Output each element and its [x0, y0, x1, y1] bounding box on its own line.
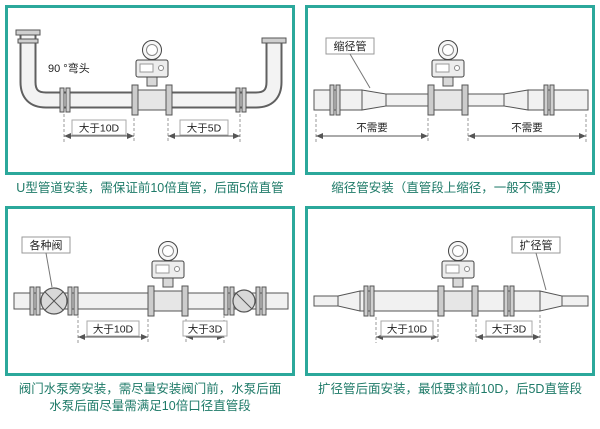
dim-label-box — [71, 119, 127, 136]
expander-callout: 扩径管 — [511, 236, 561, 290]
panel-grid: 90 °弯头 大于10D 大于5D — [5, 5, 595, 418]
dimension-left: 大于10D — [63, 114, 135, 142]
flowmeter — [131, 40, 173, 116]
dim-left-label: 大于10D — [387, 322, 428, 335]
dimension-left: 大于10D — [375, 316, 439, 343]
dim-right-label: 大于5D — [187, 122, 222, 135]
valve-label: 各种阀 — [30, 238, 63, 252]
dimension-right: 不需要 — [467, 114, 587, 142]
reducer-diagram-frame: 缩径管 不需要 不需要 — [305, 5, 595, 175]
dim-label-box — [485, 320, 533, 336]
valves-diagram: 各种阀 大于10D 大于3D — [13, 236, 289, 343]
reducer-callout: 缩径管 — [325, 37, 375, 89]
valves-caption: 阀门水泵旁安装，需尽量安装阀门前，水泵后面 水泵后面尽量需满足10倍口径直管段 — [5, 376, 295, 418]
dimension-right: 大于5D — [167, 114, 241, 142]
reducer-pipe — [313, 84, 589, 116]
dim-label-box — [86, 320, 140, 336]
flowmeter — [147, 240, 189, 316]
dim-label-box — [380, 320, 434, 336]
dim-left-label: 不需要 — [356, 122, 388, 134]
dim-right-label: 大于3D — [188, 322, 223, 335]
dimension-left: 不需要 — [315, 114, 429, 142]
expander-diagram-frame: 扩径管 大于10D 大于3D — [305, 205, 595, 376]
valve-right — [223, 286, 267, 315]
dim-left-label: 大于10D — [93, 322, 134, 335]
flowmeter — [427, 40, 469, 116]
panel-expander: 扩径管 大于10D 大于3D — [305, 205, 595, 418]
dim-left-label: 大于10D — [79, 122, 120, 135]
flowmeter — [437, 240, 479, 316]
elbow-label: 90 °弯头 — [48, 61, 90, 75]
expander-caption: 扩径管后面安装，最低要求前10D，后5D直管段 — [318, 381, 582, 396]
valve-callout: 各种阀 — [21, 236, 71, 287]
u-type-diagram-frame: 90 °弯头 大于10D 大于5D — [5, 5, 295, 175]
u-type-caption: U型管道安装，需保证前10倍直管，后面5倍直管 — [16, 181, 284, 195]
panel-u-type: 90 °弯头 大于10D 大于5D — [5, 5, 295, 200]
reducer-cone-right — [539, 289, 563, 312]
dimension-right: 大于3D — [182, 314, 228, 343]
panel-reducer: 缩径管 不需要 不需要 — [305, 5, 595, 200]
expander-label: 扩径管 — [520, 238, 553, 252]
reducer-diagram: 缩径管 不需要 不需要 — [313, 37, 589, 142]
expander-cone-left — [337, 289, 361, 312]
valves-diagram-frame: 各种阀 大于10D 大于3D — [5, 205, 295, 376]
reducer-label: 缩径管 — [334, 39, 367, 53]
valve-left — [29, 286, 79, 315]
reducer-caption: 缩径管安装（直管段上缩径，一般不需要） — [331, 181, 569, 195]
u-type-diagram: 90 °弯头 大于10D 大于5D — [15, 29, 287, 142]
panel-valves: 各种阀 大于10D 大于3D — [5, 205, 295, 418]
expander-diagram: 扩径管 大于10D 大于3D — [313, 236, 589, 343]
valves-caption-line1: 阀门水泵旁安装，需尽量安装阀门前，水泵后面 — [18, 381, 282, 396]
dim-right-label: 不需要 — [511, 122, 543, 134]
dimension-left: 大于10D — [77, 314, 149, 343]
dim-label-box — [182, 320, 228, 336]
reducer-cone-left — [361, 89, 387, 111]
valves-caption-line2: 水泵后面尽量需满足10倍口径直管段 — [49, 399, 251, 413]
expander-cone-right — [503, 89, 529, 111]
dim-label-box — [179, 119, 229, 136]
dimension-right: 大于3D — [475, 314, 541, 343]
dim-right-label: 大于3D — [492, 322, 527, 335]
